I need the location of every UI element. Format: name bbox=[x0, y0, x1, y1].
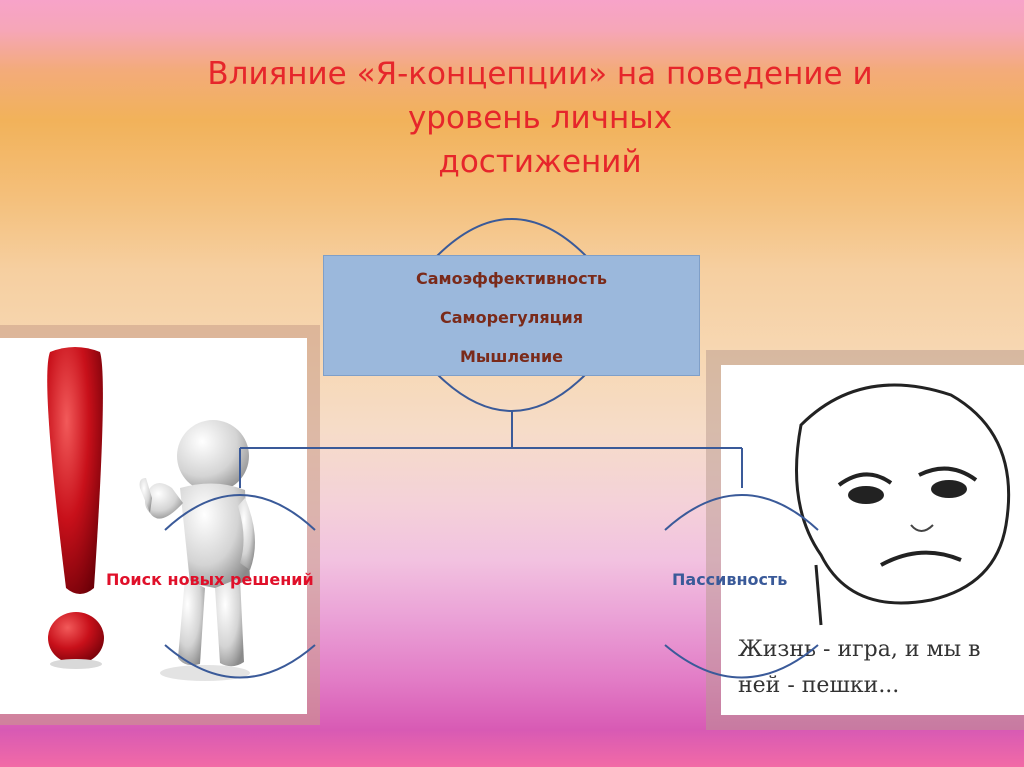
thumbs-up-figure-icon bbox=[139, 420, 255, 681]
meme-caption-line-2: ней - пешки... bbox=[738, 673, 900, 698]
top-arc-lower bbox=[434, 371, 589, 412]
right-image bbox=[721, 365, 1024, 715]
exclamation-mark-icon bbox=[47, 347, 104, 669]
right-arc-lower bbox=[664, 644, 819, 679]
concept-item-self-efficacy: Самоэффективность bbox=[415, 269, 608, 288]
right-node-label: Пассивность bbox=[672, 570, 788, 589]
meme-caption: Жизнь - игра, и мы в ней - пешки... bbox=[738, 632, 1018, 704]
exclamation-figure-illustration bbox=[47, 347, 255, 681]
meme-caption-line-1: Жизнь - игра, и мы в bbox=[738, 637, 981, 662]
title-line-3: достижений bbox=[438, 144, 642, 180]
right-arc-upper bbox=[664, 494, 819, 531]
concept-box: Самоэффективность Саморегуляция Мышление bbox=[323, 255, 700, 376]
top-arc-upper bbox=[434, 218, 589, 259]
left-node-label: Поиск новых решений bbox=[106, 570, 314, 589]
title-line-2: уровень личных bbox=[407, 100, 673, 136]
meme-face-icon bbox=[795, 383, 1011, 626]
slide-title: Влияние «Я-концепции» на поведение и уро… bbox=[160, 52, 920, 184]
left-arc-lower bbox=[164, 644, 316, 679]
left-arc-upper bbox=[164, 494, 316, 531]
concept-item-thinking: Мышление bbox=[459, 347, 564, 366]
left-image bbox=[0, 338, 307, 714]
title-line-1: Влияние «Я-концепции» на поведение и bbox=[207, 56, 873, 92]
concept-item-self-regulation: Саморегуляция bbox=[439, 308, 584, 327]
